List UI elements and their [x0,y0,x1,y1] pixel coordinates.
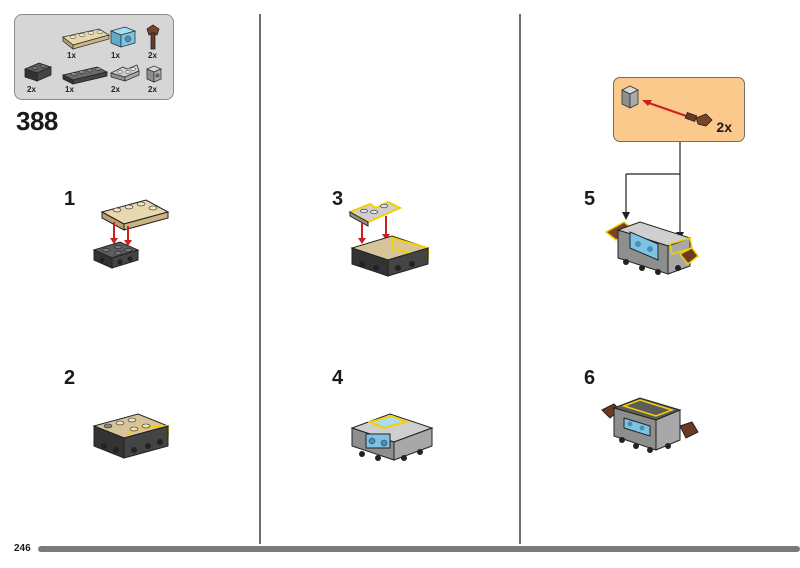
blue-brick-icon [109,26,137,48]
callout-illustration [621,85,713,127]
part-qty: 1x [65,85,74,94]
dark-gray-bracket-icon [23,62,53,82]
step-3-illustration [347,200,430,277]
main-step-number: 388 [16,106,58,136]
step-5-illustration [604,221,700,275]
page-number: 246 [14,543,31,554]
light-gray-brick-icon [145,65,163,83]
part-qty: 1x [111,51,120,60]
callout-box: 2x [613,77,745,142]
part-qty: 2x [148,85,157,94]
part-qty: 2x [148,51,157,60]
substep-number: 3 [332,188,344,210]
step-4-illustration [350,413,434,461]
tan-plate-icon [62,28,111,50]
parts-list-panel: 1x 1x 2x 2x 1x 2x [14,14,174,100]
callout-pointer-lines [622,142,684,240]
part-qty: 2x [27,85,36,94]
step-6-illustration [601,397,699,453]
substep-number: 5 [584,188,596,210]
substep-number: 1 [64,188,76,210]
column-divider [259,14,261,544]
progress-bar [38,546,800,552]
part-qty: 2x [111,85,120,94]
substep-number: 2 [64,367,76,389]
column-divider [519,14,521,544]
brown-lever-icon [146,24,160,50]
light-gray-corner-icon [109,64,140,82]
part-qty: 1x [67,51,76,60]
substep-number: 4 [332,367,344,389]
substep-number: 6 [584,367,596,389]
step-2-illustration [92,413,170,459]
step-1-illustration [92,199,170,269]
dark-gray-plate-icon [61,66,109,85]
callout-quantity: 2x [716,119,732,135]
